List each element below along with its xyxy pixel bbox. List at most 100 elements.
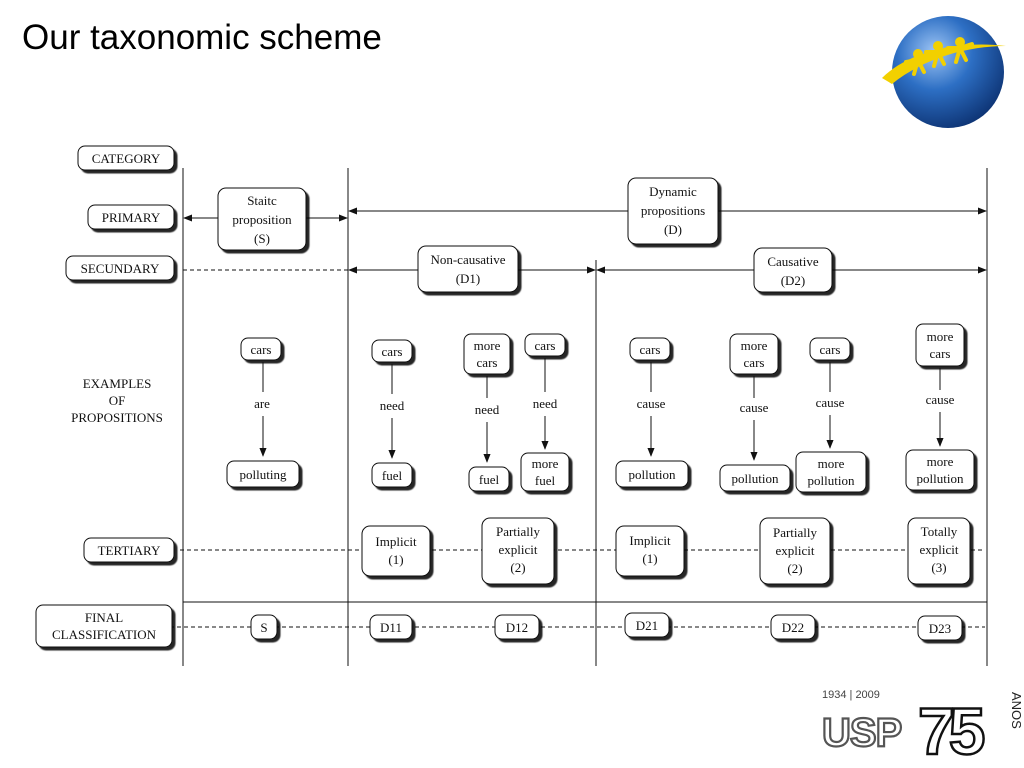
example-proposition-2: cars need fuel — [371, 339, 413, 488]
tertiary-box-d11-implicit: Implicit (1) — [361, 525, 431, 577]
svg-text:cars: cars — [744, 355, 765, 370]
svg-text:pollution: pollution — [917, 471, 964, 486]
svg-text:(1): (1) — [642, 551, 657, 566]
svg-text:Partially: Partially — [773, 525, 818, 540]
svg-text:cars: cars — [535, 338, 556, 353]
svg-text:polluting: polluting — [240, 467, 287, 482]
tertiary-box-d22-partially-explicit: Partially explicit (2) — [759, 517, 831, 585]
svg-text:explicit: explicit — [499, 542, 538, 557]
tertiary-box-d23-totally-explicit: Totally explicit (3) — [907, 517, 971, 585]
svg-text:PROPOSITIONS: PROPOSITIONS — [71, 410, 163, 425]
svg-text:more: more — [927, 329, 954, 344]
svg-text:cause: cause — [926, 392, 955, 407]
example-proposition-8: more cars cause more pollution — [905, 323, 975, 491]
svg-text:fuel: fuel — [479, 472, 500, 487]
example-proposition-7: cars cause more pollution — [795, 337, 867, 493]
svg-text:propositions: propositions — [641, 203, 705, 218]
svg-text:TERTIARY: TERTIARY — [98, 543, 161, 558]
svg-text:are: are — [254, 396, 270, 411]
svg-text:CLASSIFICATION: CLASSIFICATION — [52, 627, 157, 642]
primary-dynamic-box: Dynamic propositions (D) — [627, 177, 719, 245]
svg-text:(3): (3) — [931, 560, 946, 575]
final-class-d21: D21 — [624, 612, 670, 638]
level-label-category: CATEGORY — [77, 145, 175, 171]
usp-75-text: 75 — [918, 694, 984, 764]
svg-text:explicit: explicit — [920, 542, 959, 557]
svg-text:more: more — [532, 456, 559, 471]
svg-text:PRIMARY: PRIMARY — [102, 210, 161, 225]
svg-text:fuel: fuel — [535, 473, 556, 488]
svg-text:Non-causative: Non-causative — [430, 252, 505, 267]
primary-static-box: Staitc proposition (S) — [217, 187, 307, 251]
level-label-final-classification: FINAL CLASSIFICATION — [35, 604, 173, 648]
svg-text:(1): (1) — [388, 552, 403, 567]
svg-text:Staitc: Staitc — [247, 193, 277, 208]
svg-text:need: need — [380, 398, 405, 413]
svg-text:proposition: proposition — [232, 212, 292, 227]
svg-text:cars: cars — [251, 342, 272, 357]
usp-mark-text: USP — [822, 711, 902, 755]
svg-text:cars: cars — [820, 342, 841, 357]
svg-text:pollution: pollution — [732, 471, 779, 486]
example-proposition-3: more cars need fuel — [463, 333, 511, 492]
svg-text:fuel: fuel — [382, 468, 403, 483]
slide-title: Our taxonomic scheme — [22, 18, 382, 57]
svg-text:SECUNDARY: SECUNDARY — [81, 261, 160, 276]
svg-text:S: S — [260, 620, 267, 635]
svg-text:(D2): (D2) — [781, 273, 806, 288]
svg-text:CATEGORY: CATEGORY — [92, 151, 161, 166]
svg-text:Causative: Causative — [767, 254, 818, 269]
usp-75-anos-logo: 1934 | 2009 USP 75 ANOS — [821, 689, 1022, 764]
svg-text:cause: cause — [637, 396, 666, 411]
final-class-d12: D12 — [494, 614, 540, 640]
level-label-secundary: SECUNDARY — [65, 255, 175, 281]
example-proposition-5: cars cause pollution — [615, 337, 689, 488]
svg-text:Implicit: Implicit — [375, 534, 417, 549]
usp-years-text: 1934 | 2009 — [822, 689, 880, 701]
tertiary-box-d21-implicit: Implicit (1) — [615, 525, 685, 577]
svg-text:more: more — [818, 456, 845, 471]
final-class-d22: D22 — [770, 614, 816, 640]
svg-text:OF: OF — [109, 393, 126, 408]
svg-text:Dynamic: Dynamic — [649, 184, 697, 199]
level-label-primary: PRIMARY — [87, 204, 175, 230]
tertiary-box-d12-partially-explicit: Partially explicit (2) — [481, 517, 555, 585]
svg-text:D23: D23 — [929, 621, 951, 636]
secundary-causative-box: Causative (D2) — [753, 247, 833, 293]
svg-text:cars: cars — [930, 346, 951, 361]
svg-text:EXAMPLES: EXAMPLES — [83, 376, 152, 391]
svg-text:D12: D12 — [506, 620, 528, 635]
svg-text:D21: D21 — [636, 618, 658, 633]
svg-text:D11: D11 — [380, 620, 402, 635]
svg-text:cars: cars — [640, 342, 661, 357]
svg-text:FINAL: FINAL — [85, 610, 123, 625]
level-label-tertiary: TERTIARY — [83, 537, 175, 563]
svg-text:pollution: pollution — [808, 473, 855, 488]
svg-text:more: more — [927, 454, 954, 469]
svg-text:cars: cars — [382, 344, 403, 359]
svg-text:more: more — [474, 338, 501, 353]
svg-text:D22: D22 — [782, 620, 804, 635]
svg-text:(D): (D) — [664, 222, 682, 237]
svg-text:Partially: Partially — [496, 524, 541, 539]
svg-text:(D1): (D1) — [456, 271, 481, 286]
svg-text:cars: cars — [477, 355, 498, 370]
svg-text:(2): (2) — [787, 561, 802, 576]
people-globe-logo — [882, 16, 1006, 128]
svg-text:(2): (2) — [510, 560, 525, 575]
svg-text:need: need — [533, 396, 558, 411]
svg-text:cause: cause — [816, 395, 845, 410]
final-class-d11: D11 — [369, 614, 413, 640]
svg-text:explicit: explicit — [776, 543, 815, 558]
usp-anos-text: ANOS — [1009, 692, 1022, 729]
secundary-noncausative-box: Non-causative (D1) — [417, 245, 519, 293]
example-proposition-6: more cars cause pollution — [719, 333, 791, 492]
svg-text:need: need — [475, 402, 500, 417]
svg-text:Implicit: Implicit — [629, 533, 671, 548]
svg-text:Totally: Totally — [921, 524, 958, 539]
example-proposition-4: cars need more fuel — [520, 333, 570, 492]
svg-text:more: more — [741, 338, 768, 353]
example-proposition-1: cars are polluting — [226, 337, 300, 488]
svg-text:(S): (S) — [254, 231, 270, 246]
